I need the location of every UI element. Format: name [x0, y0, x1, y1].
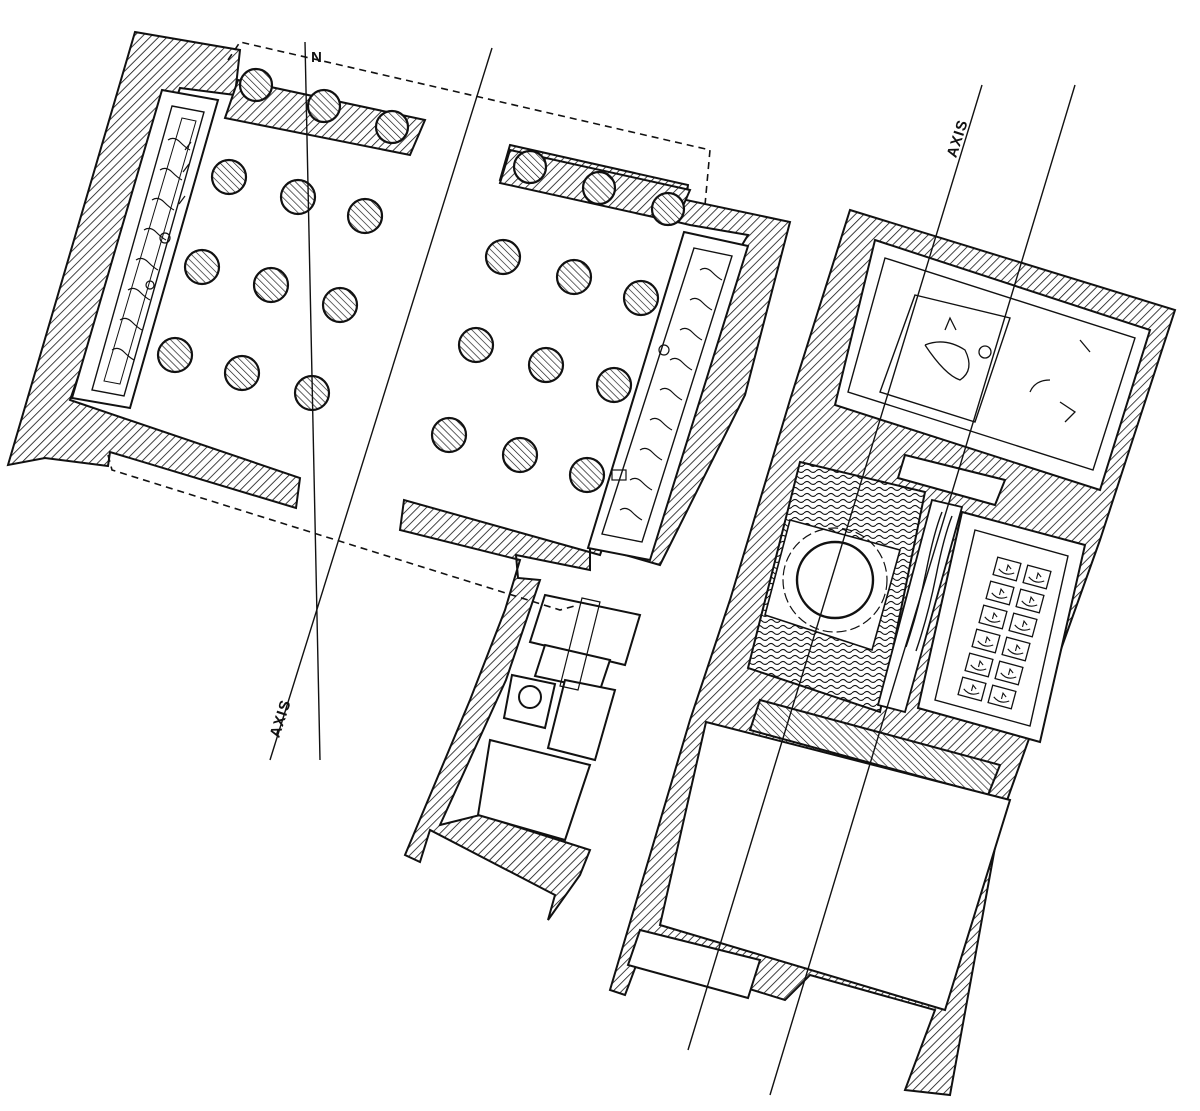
west-hall-columns [156, 67, 410, 412]
axis-lines [269, 41, 1076, 1096]
boat-glyph [1000, 667, 1017, 679]
reclining-figure-panel [876, 498, 964, 714]
zodiac-chamber [746, 460, 927, 714]
boat-glyph [993, 691, 1010, 703]
east-hall-relief-band [586, 230, 750, 562]
dashed-outline [107, 41, 711, 611]
boat-glyph [963, 683, 980, 695]
boat-glyph [1007, 643, 1024, 655]
boat-glyph [1021, 595, 1038, 607]
boat-relief-tiles [957, 556, 1052, 710]
boat-glyph [998, 563, 1015, 575]
boat-glyph [1028, 571, 1045, 583]
west-hall-relief-band [70, 88, 220, 410]
axis-label-west: AXIS [267, 697, 295, 739]
boat-glyph [991, 587, 1008, 599]
north-marker: N [310, 48, 322, 65]
boat-glyph [977, 635, 994, 647]
boat-glyph [984, 611, 1001, 623]
boat-glyph [1014, 619, 1031, 631]
east-annex-rooms [476, 593, 642, 842]
shrine-upper-chamber [833, 238, 1152, 492]
boat-glyph [970, 659, 987, 671]
east-hall-columns [430, 149, 686, 494]
axis-label-east: AXIS [944, 117, 972, 159]
shrine-passage [896, 453, 1007, 507]
